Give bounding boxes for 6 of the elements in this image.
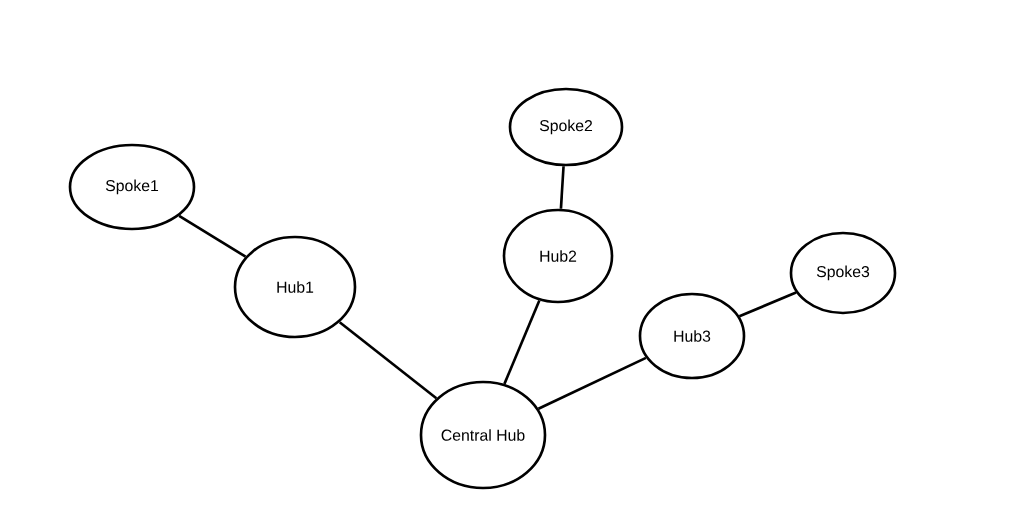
connector-line [559, 166, 565, 209]
connector-line [537, 356, 647, 410]
connector-line [178, 214, 247, 258]
connector-line [738, 291, 797, 318]
connector-line [338, 321, 438, 400]
connector-line [503, 300, 541, 385]
